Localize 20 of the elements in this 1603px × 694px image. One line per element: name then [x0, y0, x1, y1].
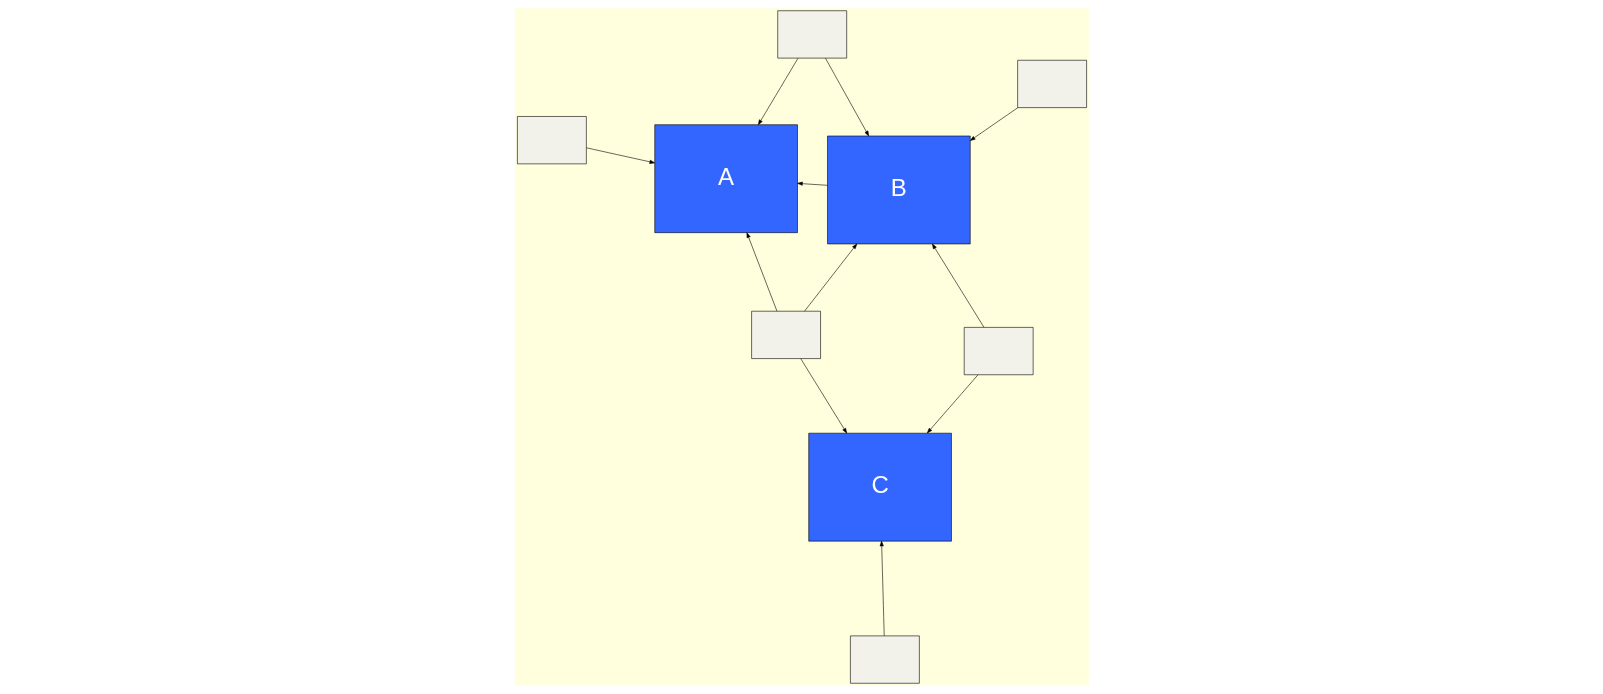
arrow — [757, 57, 798, 125]
arrow — [746, 232, 777, 312]
node-box — [1016, 59, 1087, 108]
node-box — [849, 635, 920, 684]
node-box — [776, 10, 847, 59]
node-box — [963, 327, 1033, 376]
arrow — [879, 540, 884, 637]
arrow — [931, 243, 984, 328]
arrow — [800, 358, 847, 434]
node-box: C — [807, 432, 952, 542]
arrow — [969, 107, 1018, 141]
node-box: A — [653, 124, 798, 233]
node-box — [516, 116, 587, 165]
arrow — [926, 374, 978, 434]
arrow — [803, 243, 857, 312]
arrow — [824, 57, 869, 137]
arrow — [585, 147, 655, 164]
arrow — [796, 181, 828, 186]
node-box: B — [826, 135, 971, 245]
node-box — [750, 310, 821, 359]
